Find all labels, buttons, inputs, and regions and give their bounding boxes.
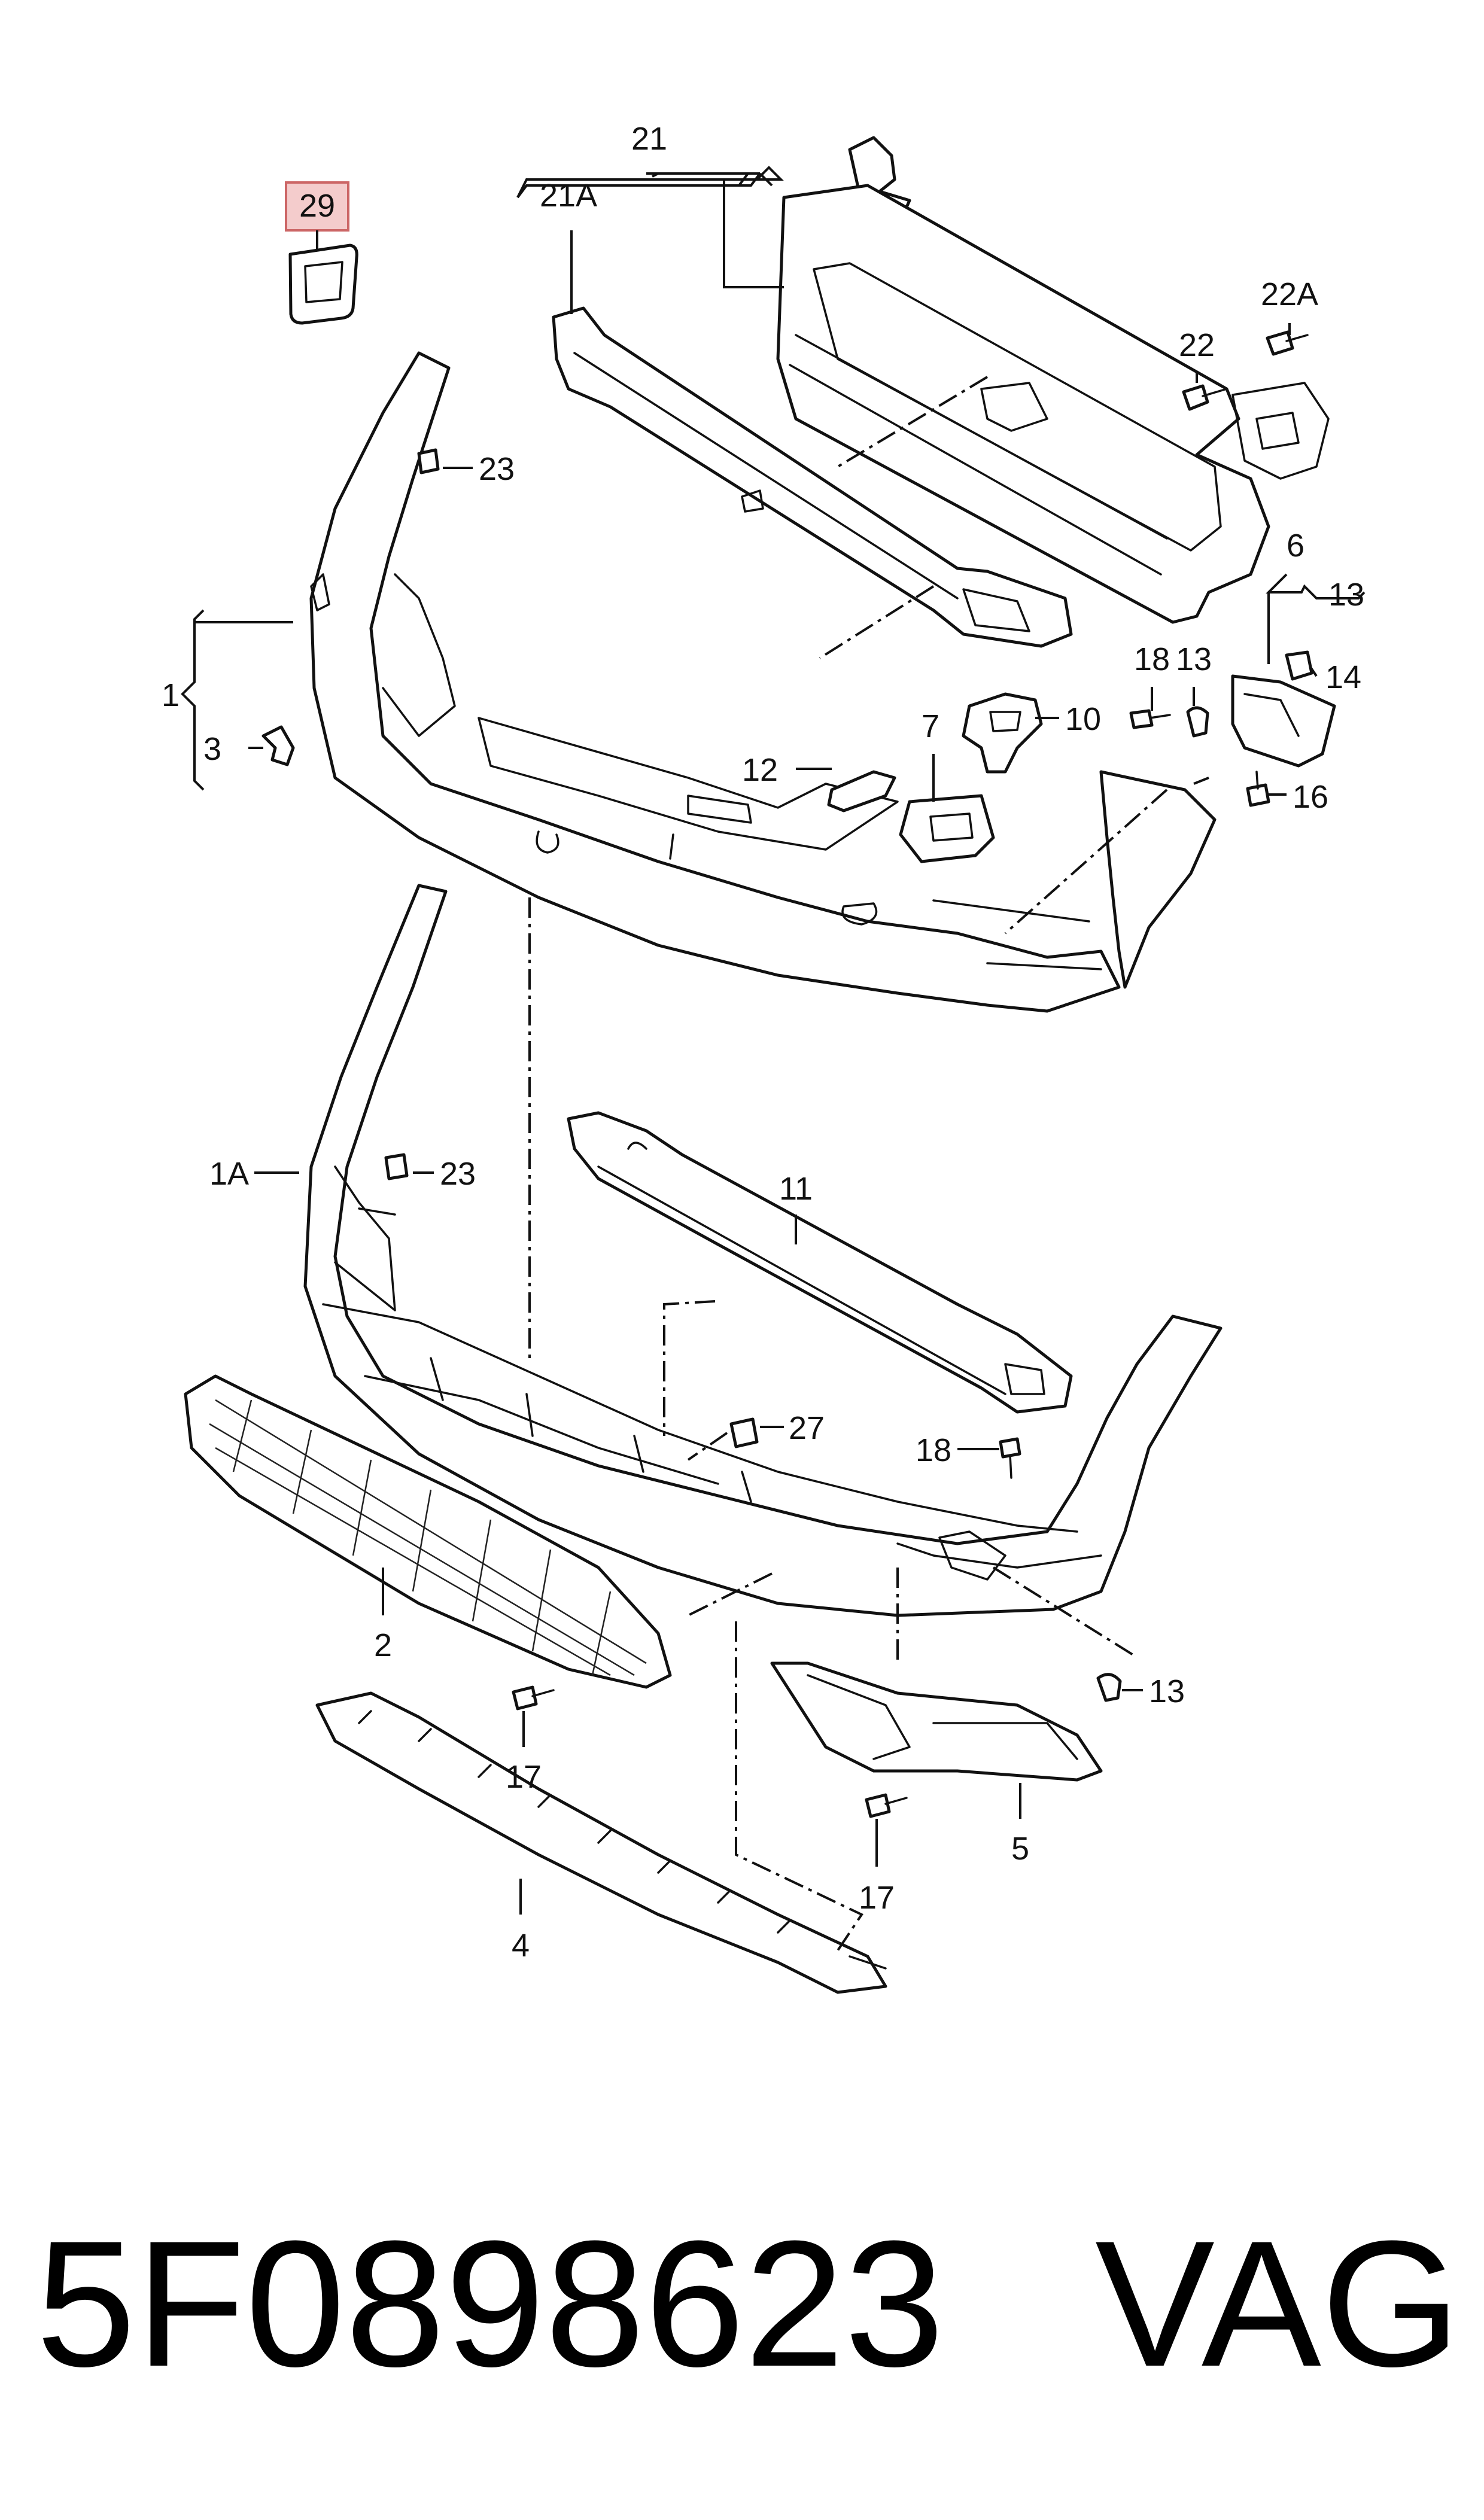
part-7-washer-nozzle-cover (899, 794, 995, 863)
part-6-bracket (1231, 674, 1336, 768)
callout-14: 14 (1325, 659, 1361, 695)
callout-18-lower: 18 (916, 1432, 951, 1468)
callout-21: 21 (631, 121, 667, 157)
part-number: 5F0898623 (36, 2203, 945, 2404)
callout-13-a: 13 (1328, 577, 1364, 613)
brand-label: VAG (1095, 2203, 1461, 2404)
callout-17-left: 17 (506, 1759, 542, 1795)
callout-10: 10 (1065, 701, 1101, 737)
part-13-nut (1186, 706, 1209, 738)
part-22-bolt (1182, 384, 1228, 411)
part-18-screw-lower (999, 1437, 1021, 1479)
callout-6: 6 (1287, 528, 1304, 564)
callout-13-b: 13 (1176, 641, 1212, 677)
callout-29: 29 (299, 188, 335, 224)
callout-13-c: 13 (1149, 1673, 1185, 1709)
callout-1a: 1A (209, 1156, 249, 1192)
part-5-side-trim (770, 1661, 1103, 1782)
part-18-screw-upper (1129, 709, 1171, 729)
callout-18-upper: 18 (1134, 641, 1170, 677)
callout-27: 27 (789, 1410, 825, 1446)
callout-4: 4 (512, 1928, 530, 1964)
part-23-clip-lower (384, 1153, 409, 1180)
callout-3: 3 (203, 731, 221, 767)
part-21-carrier-frame (776, 136, 1330, 624)
callout-7: 7 (922, 708, 939, 744)
callout-5: 5 (1011, 1831, 1029, 1867)
callout-16: 16 (1293, 779, 1328, 815)
part-1a-bumper-cover (303, 884, 1223, 1617)
part-4-lower-spoiler (315, 1691, 887, 1994)
part-14-clip (1285, 650, 1313, 681)
callout-17-right: 17 (859, 1880, 895, 1916)
part-21a-bumper-beam (552, 306, 1073, 648)
part-10-bracket (962, 692, 1043, 774)
part-23-clip-upper (417, 448, 440, 474)
callouts: 29 21 21A 22A 22 23 6 13 1 3 18 13 14 7 … (162, 121, 1364, 1964)
callout-23-upper: 23 (479, 451, 515, 487)
callout-23-lower: 23 (440, 1156, 476, 1192)
callout-2: 2 (374, 1627, 392, 1663)
part-11-guide-strip (567, 1111, 1073, 1414)
callout-12: 12 (742, 752, 778, 788)
callout-1: 1 (162, 677, 180, 713)
callout-11: 11 (779, 1171, 813, 1207)
callout-22a: 22A (1261, 276, 1318, 312)
part-16-screw (1246, 771, 1270, 807)
part-12-cap (827, 770, 896, 812)
part-27-clip (729, 1417, 759, 1448)
part-22a-bolt (1266, 330, 1309, 356)
callout-21a: 21A (540, 178, 597, 214)
part-13-nut-lower (1096, 1673, 1122, 1702)
part-3-clip (261, 725, 295, 766)
callout-22: 22 (1179, 327, 1215, 363)
part-1-bumper-cover (309, 351, 1217, 1013)
part-17-screw-left (512, 1685, 555, 1711)
part-17-screw-right (865, 1793, 908, 1818)
part-2-lower-grille (184, 1374, 672, 1689)
part-29-cap (288, 244, 358, 325)
